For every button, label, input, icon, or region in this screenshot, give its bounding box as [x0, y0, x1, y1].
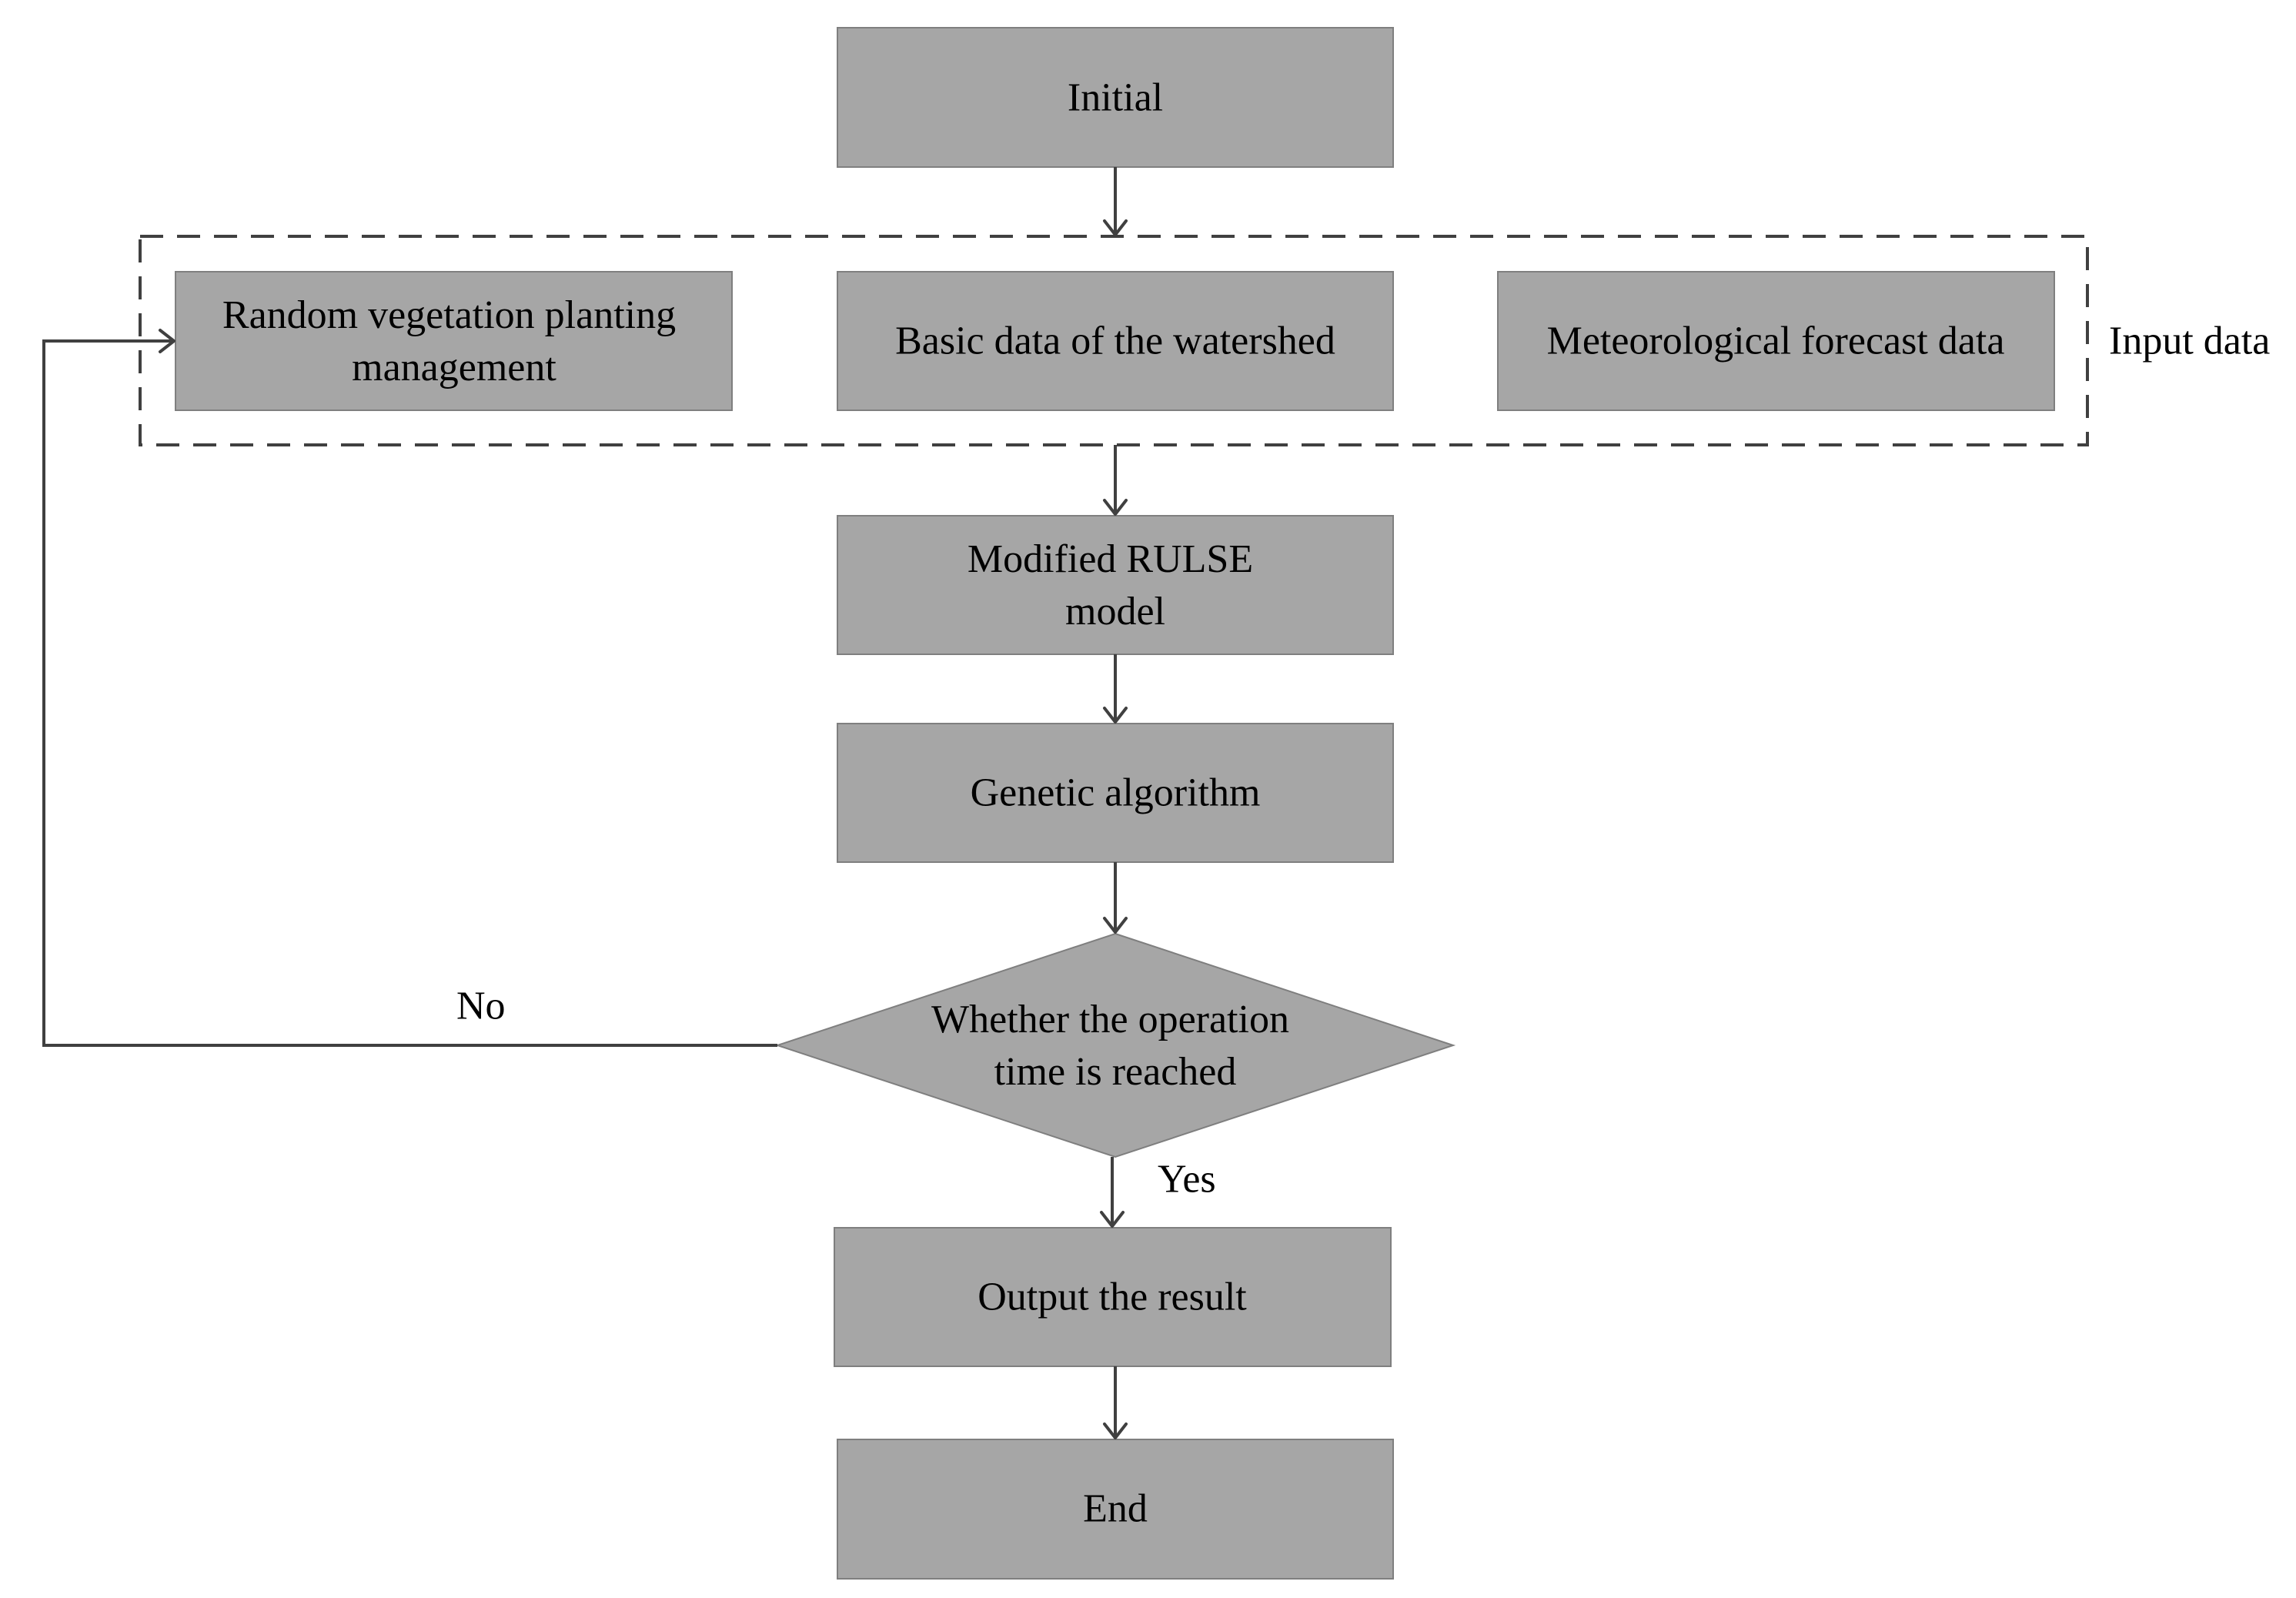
node-random-vegetation-planting: Random vegetation planting management [175, 271, 733, 411]
node-random-vegetation-line-1: Random vegetation planting [222, 293, 676, 337]
node-meteorological-forecast: Meteorological forecast data [1497, 271, 2055, 411]
node-output-result: Output the result [834, 1227, 1392, 1367]
node-random-vegetation-line-2: management [352, 346, 556, 389]
node-decision: Whether the operation time is reached [774, 932, 1456, 1158]
svg-text:Initial: Initial [1068, 76, 1163, 120]
svg-text:Random vegetation planting: Random vegetation planting management [222, 293, 686, 389]
input-data-label: Input data [2109, 319, 2270, 363]
svg-text:Basic data of the watershed: Basic data of the watershed [895, 319, 1335, 363]
svg-text:Genetic algorithm: Genetic algorithm [971, 771, 1261, 815]
node-decision-line-1: Whether the operation [931, 998, 1289, 1041]
svg-text:Whether the operation ti: Whether the operation time is reached [931, 998, 1299, 1094]
svg-text:Modified RULSE model: Modified RULSE model [968, 537, 1263, 634]
edge-input-to-rulse [1103, 445, 1128, 516]
svg-text:Meteorological forecast data: Meteorological forecast data [1547, 319, 2005, 363]
edge-label-no: No [456, 985, 506, 1028]
node-initial: Initial [837, 27, 1394, 168]
svg-text:End: End [1083, 1487, 1148, 1531]
edge-label-yes: Yes [1158, 1158, 1216, 1202]
node-end: End [837, 1439, 1394, 1580]
edge-ga-to-decision [1103, 862, 1128, 934]
input-data-group [139, 235, 2089, 446]
node-modified-rulse-line-1: Modified RULSE [968, 537, 1253, 581]
edge-decision-to-output [1100, 1157, 1125, 1228]
svg-text:Output the result: Output the result [978, 1275, 1247, 1319]
node-basic-data-watershed: Basic data of the watershed [837, 271, 1394, 411]
edge-initial-to-input [1103, 167, 1128, 236]
node-modified-rulse-line-2: model [1065, 590, 1165, 634]
edge-rulse-to-ga [1103, 654, 1128, 724]
edge-output-to-end [1103, 1366, 1128, 1439]
edge-decision-no-loop [42, 329, 777, 1047]
node-decision-line-2: time is reached [994, 1050, 1237, 1094]
node-genetic-algorithm: Genetic algorithm [837, 723, 1394, 863]
node-modified-rulse-model: Modified RULSE model [837, 515, 1394, 655]
